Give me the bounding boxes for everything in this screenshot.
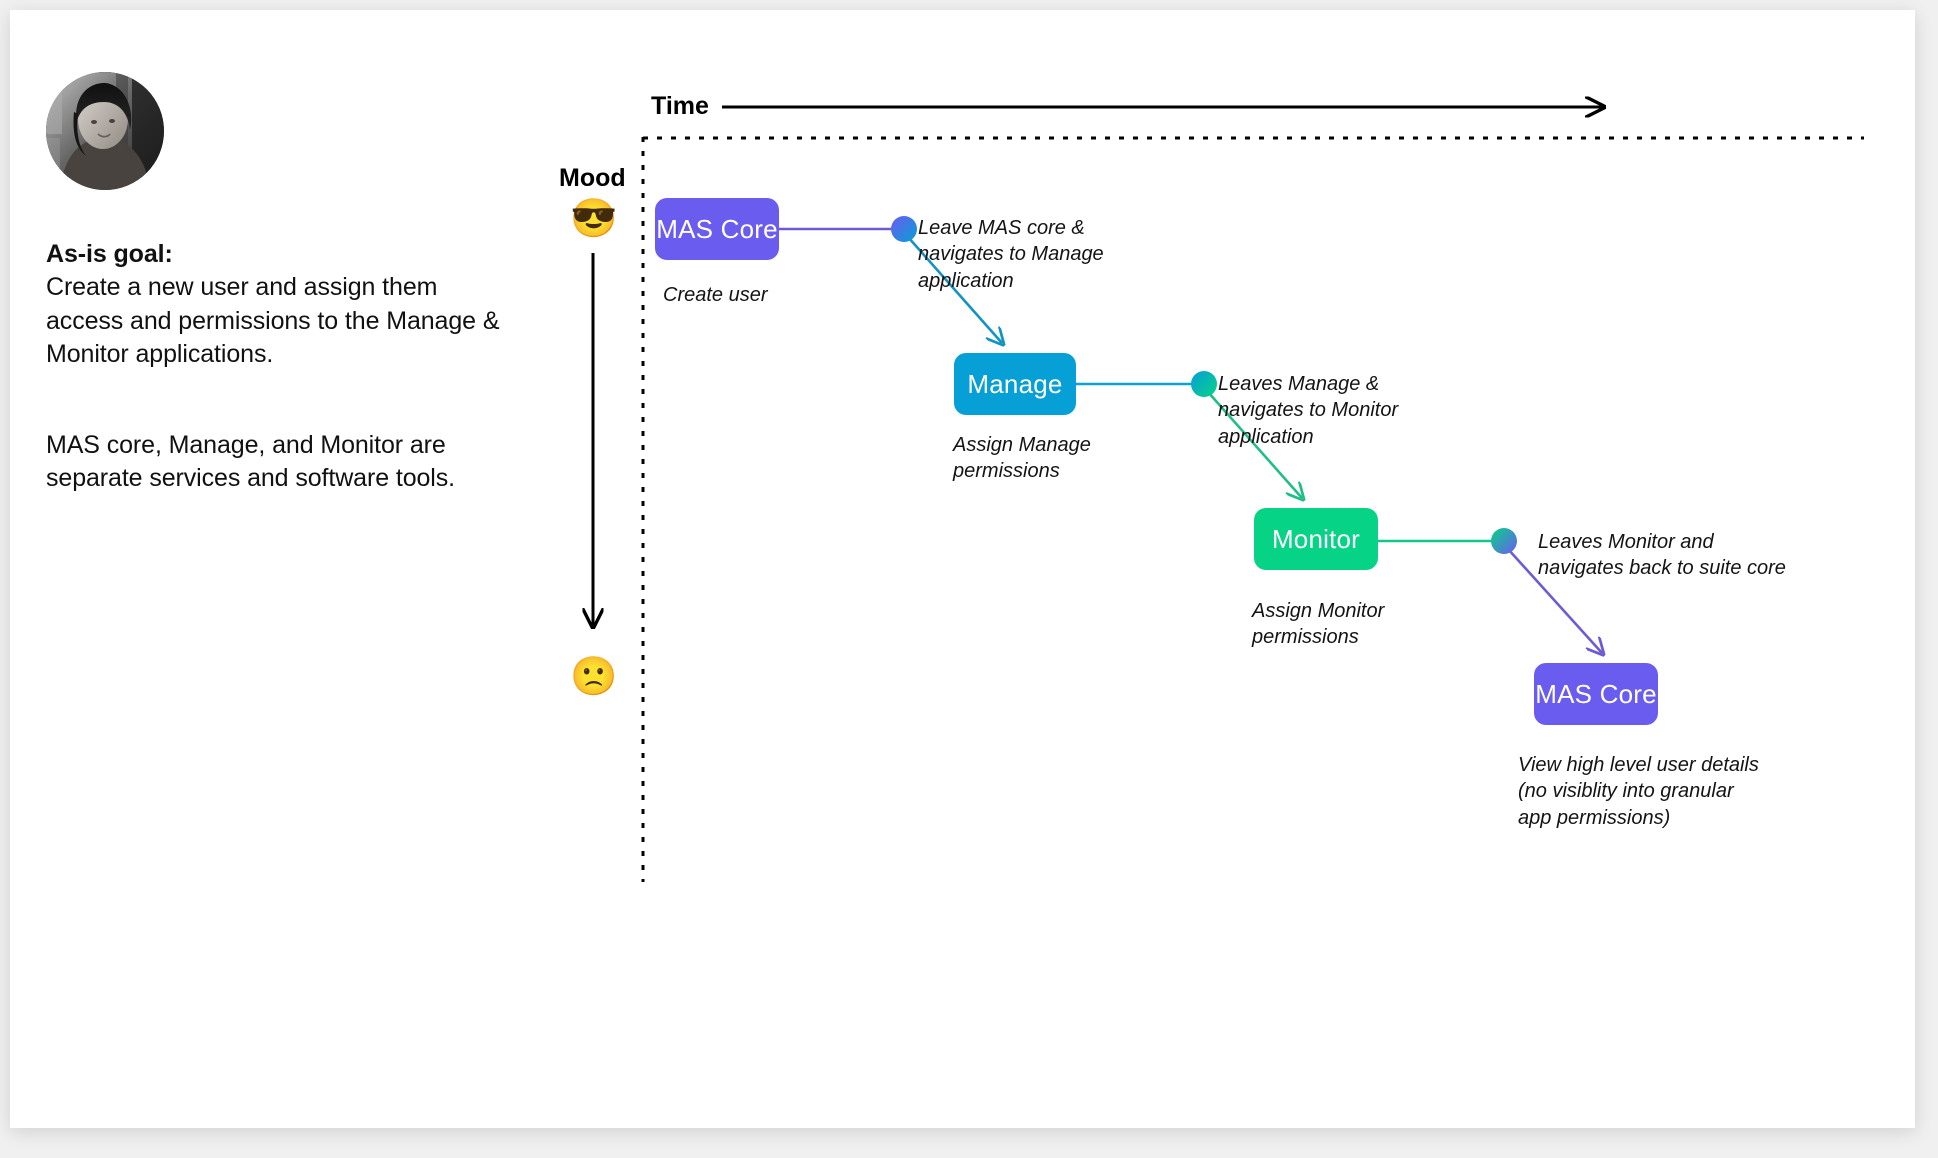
mood-axis-label: Mood <box>559 164 626 192</box>
connector-dot1-to-manage <box>907 236 1002 343</box>
caption-assign-monitor-permissions: Assign Monitor permissions <box>1252 600 1385 649</box>
journey-flow-connectors <box>779 216 1915 1128</box>
mood-low-emoji: 🙁 <box>570 656 618 698</box>
transition-dot-2 <box>1191 371 1217 397</box>
caption-assign-manage-permissions: Assign Manage permissions <box>953 434 1091 483</box>
transition-dot-3 <box>1491 528 1517 554</box>
connector-dot3-to-mascore2 <box>1507 548 1602 653</box>
as-is-goal-label: As-is goal: <box>46 240 173 268</box>
avatar-photo-icon <box>46 72 164 190</box>
time-axis-label: Time <box>651 92 709 120</box>
connector-dot2-to-monitor <box>1207 391 1302 498</box>
journey-map-canvas: As-is goal: Create a new user and assign… <box>10 10 1915 1128</box>
as-is-goal-body: Create a new user and assign them access… <box>46 273 500 368</box>
annotation-leave-monitor: Leaves Monitor and navigates back to sui… <box>1538 531 1786 580</box>
persona-panel: As-is goal: Create a new user and assign… <box>46 72 506 496</box>
node-mas-core-start[interactable]: MAS Core <box>655 198 779 260</box>
node-monitor[interactable]: Monitor <box>1254 508 1378 570</box>
annotation-leave-mas-core: Leave MAS core & navigates to Manage app… <box>918 217 1104 292</box>
node-manage[interactable]: Manage <box>954 353 1076 415</box>
node-mas-core-end[interactable]: MAS Core <box>1534 663 1658 725</box>
annotation-leave-manage: Leaves Manage & navigates to Monitor app… <box>1218 373 1399 448</box>
persona-description: As-is goal: Create a new user and assign… <box>46 238 506 496</box>
mood-high-emoji: 😎 <box>570 198 618 240</box>
caption-create-user: Create user <box>663 284 768 306</box>
services-note: MAS core, Manage, and Monitor are separa… <box>46 431 456 493</box>
caption-view-user-details: View high level user details (no visibli… <box>1518 754 1759 829</box>
avatar <box>46 72 164 190</box>
transition-dot-1 <box>891 216 917 242</box>
